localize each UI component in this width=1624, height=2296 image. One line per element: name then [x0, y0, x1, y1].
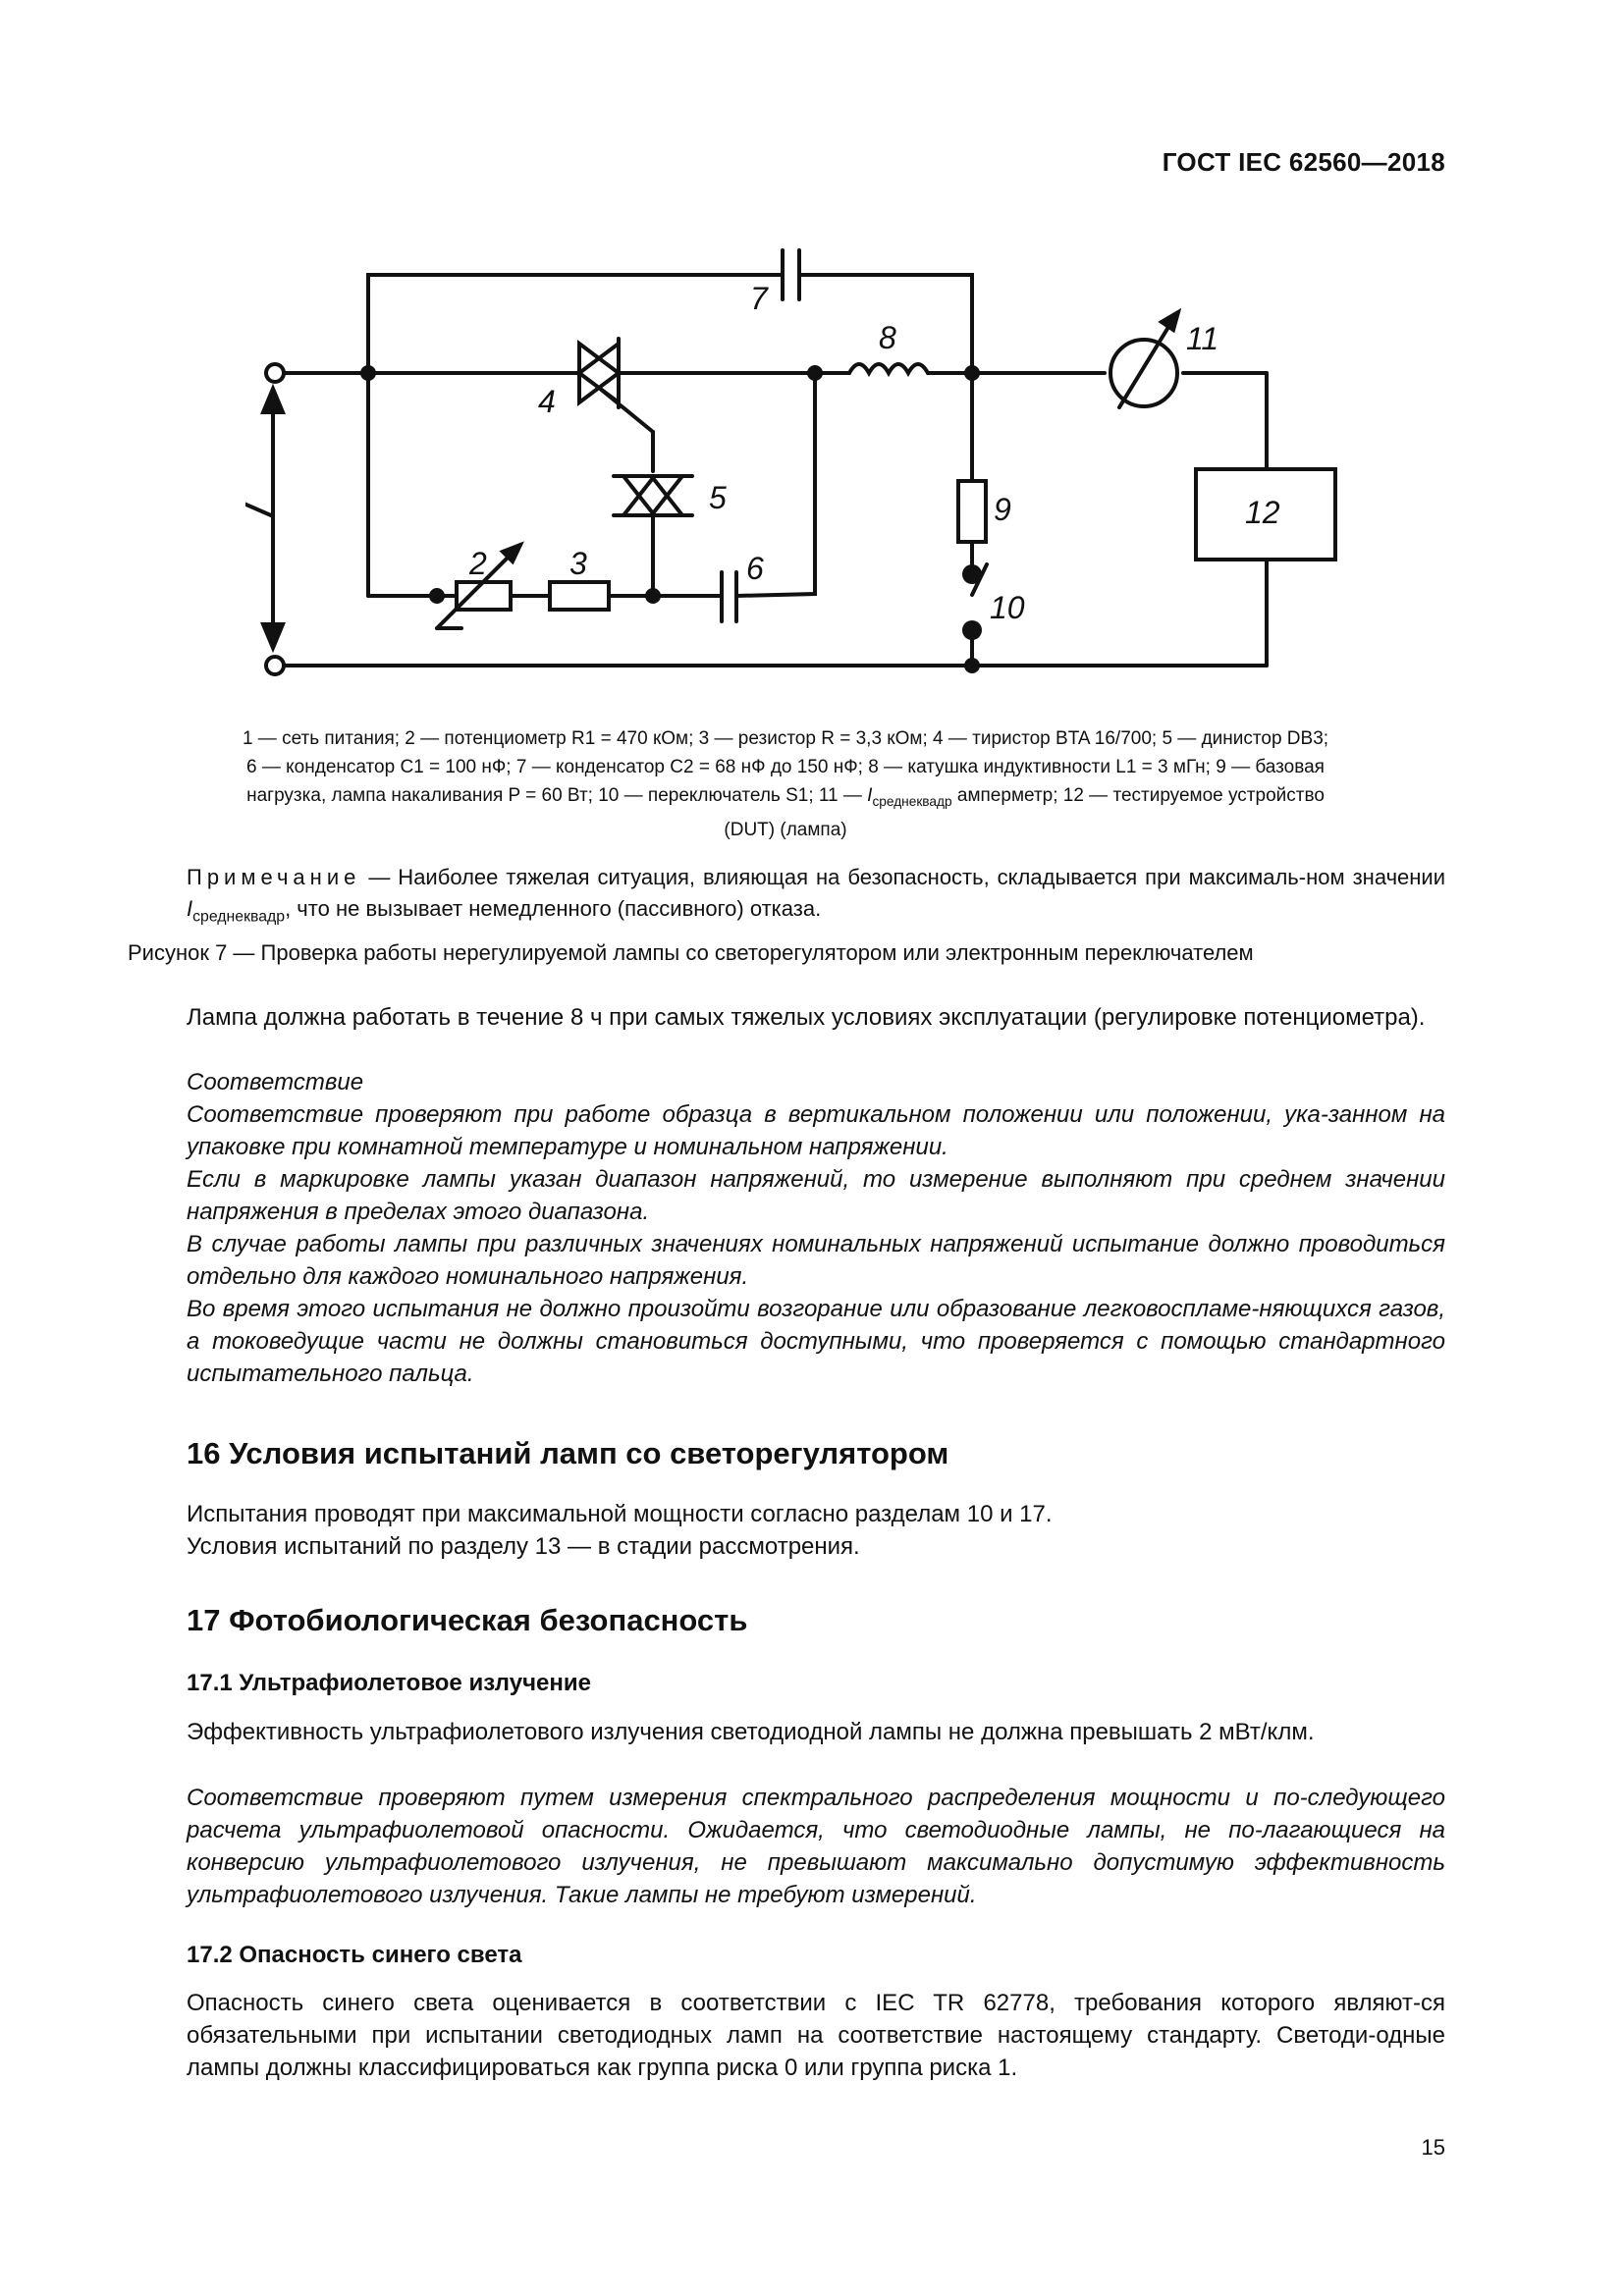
paragraph: Соответствие проверяют при работе образц… — [187, 1101, 1445, 1160]
note-subscript: среднеквадр — [192, 908, 286, 926]
figure-label-8: 8 — [879, 320, 896, 355]
legend-line: 6 — конденсатор C1 = 100 нФ; 7 — конденс… — [246, 757, 1325, 777]
circuit-diagram: 1 2 3 4 5 6 7 8 9 10 11 12 — [245, 248, 1337, 676]
section-heading: 17 Фотобиологическая безопасность — [187, 1603, 748, 1637]
paragraph: Испытания проводят при максимальной мощн… — [187, 1501, 1053, 1527]
subsection-heading: 17.1 Ультрафиолетовое излучение — [187, 1670, 591, 1696]
paragraph: Соответствие проверяют путем измерения с… — [187, 1785, 1445, 1908]
legend-subscript: среднеквадр — [872, 793, 952, 809]
legend-line: 1 — сеть питания; 2 — потенциометр R1 = … — [242, 728, 1329, 749]
figure-label-2: 2 — [468, 546, 487, 581]
legend-symbol: I — [867, 785, 873, 806]
paragraph: Опасность синего света оценивается в соо… — [187, 1990, 1445, 2081]
note-symbol: I — [187, 896, 193, 921]
figure-label-9: 9 — [994, 492, 1011, 527]
figure-label-7: 7 — [750, 281, 769, 316]
paragraph: Во время этого испытания не должно произ… — [187, 1296, 1445, 1387]
paragraph: Эффективность ультрафиолетового излучени… — [187, 1719, 1315, 1745]
legend-line: (DUT) (лампа) — [724, 819, 847, 840]
figure-label-6: 6 — [746, 551, 764, 586]
page-number: 15 — [1421, 2135, 1445, 2160]
note-text: , что не вызывает немедленного (пассивно… — [285, 896, 822, 921]
paragraph: В случае работы лампы при различных знач… — [187, 1231, 1445, 1290]
legend-text: амперметр; 12 — тестируемое устройство — [951, 785, 1325, 806]
figure-label-12: 12 — [1245, 495, 1280, 530]
paragraph: Условия испытаний по разделу 13 — в стад… — [187, 1533, 860, 1560]
note-text: — Наиболее тяжелая ситуация, влияющая на… — [360, 865, 1445, 889]
figure-label-5: 5 — [709, 480, 727, 515]
paragraph-text: Лампа должна работать в течение 8 ч при … — [187, 1004, 1426, 1031]
figure-label-4: 4 — [538, 384, 556, 419]
figure-note: Примечание — Наиболее тяжелая ситуация, … — [187, 862, 1445, 933]
figure-label-10: 10 — [990, 590, 1025, 625]
legend-text: нагрузка, лампа накаливания P = 60 Вт; 1… — [246, 785, 868, 806]
document-header: ГОСТ IEC 62560—2018 — [1162, 147, 1445, 177]
figure-legend: 1 — сеть питания; 2 — потенциометр R1 = … — [128, 724, 1443, 844]
paragraph: Лампа должна работать в течение 8 ч при … — [187, 1001, 1445, 1034]
paragraph: Соответствие — [187, 1069, 364, 1095]
figure-label-11: 11 — [1186, 321, 1218, 356]
legend-line: нагрузка, лампа накаливания P = 60 Вт; 1… — [128, 781, 1443, 816]
figure-label-3: 3 — [569, 546, 587, 581]
section-heading: 16 Условия испытаний ламп со светорегуля… — [187, 1436, 949, 1470]
paragraph: Если в маркировке лампы указан диапазон … — [187, 1166, 1445, 1225]
subsection-heading: 17.2 Опасность синего света — [187, 1942, 522, 1968]
figure-caption: Рисунок 7 — Проверка работы нерегулируем… — [128, 940, 1254, 965]
note-head: Примечание — [187, 865, 361, 889]
